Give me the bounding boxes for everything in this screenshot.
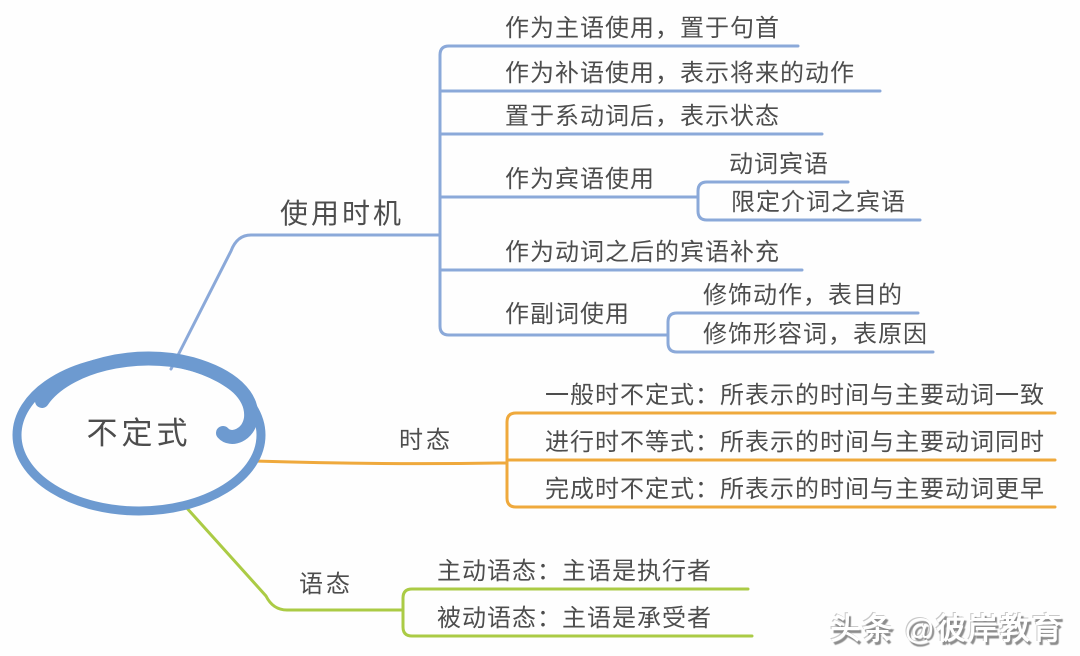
node-complement-use: 作为补语使用，表示将来的动作 — [505, 61, 855, 87]
branch-voice-lines — [183, 504, 754, 638]
node-adverb-use: 作副词使用 — [505, 302, 630, 328]
object-sub-bracket — [696, 180, 922, 222]
node-object-use: 作为宾语使用 — [505, 167, 655, 193]
branch-voice-label: 语态 — [299, 572, 353, 598]
node-perfect-infinitive: 完成时不定式：所表示的时间与主要动词更早 — [545, 477, 1045, 503]
node-object-complement: 作为动词之后的宾语补充 — [505, 240, 780, 266]
branch-tense-lines — [251, 411, 1057, 509]
node-modify-adjective: 修饰形容词，表原因 — [703, 322, 928, 348]
branch-voice-bracket — [401, 587, 754, 638]
adverb-sub-bracket — [666, 311, 935, 354]
branch-voice-main-line — [183, 504, 405, 612]
node-active-voice: 主动语态：主语是执行者 — [437, 559, 712, 585]
root-node: 不定式 — [86, 416, 192, 451]
node-verb-object: 动词宾语 — [729, 152, 829, 178]
root-ellipse-thick-stroke — [35, 351, 259, 444]
branch-usage-main-line — [169, 233, 442, 371]
branch-tense-main-line — [251, 459, 509, 466]
node-modify-action: 修饰动作，表目的 — [703, 283, 903, 309]
node-simple-infinitive: 一般时不定式：所表示的时间与主要动词一致 — [545, 383, 1045, 409]
node-subject-use: 作为主语使用，置于句首 — [505, 16, 780, 42]
watermark-toutiao: 头条 @彼岸教育 — [830, 613, 1064, 646]
branch-tense-label: 时态 — [399, 428, 453, 454]
node-preposition-object: 限定介词之宾语 — [731, 190, 906, 216]
branch-usage-lines — [169, 44, 935, 371]
root-ellipse — [12, 351, 266, 516]
node-after-linking-verb: 置于系动词后，表示状态 — [505, 104, 780, 130]
node-progressive-infinitive: 进行时不等式：所表示的时间与主要动词同时 — [545, 430, 1045, 456]
branch-usage-label: 使用时机 — [280, 199, 405, 230]
branch-usage-bracket — [438, 44, 800, 337]
node-passive-voice: 被动语态：主语是承受者 — [437, 606, 712, 632]
